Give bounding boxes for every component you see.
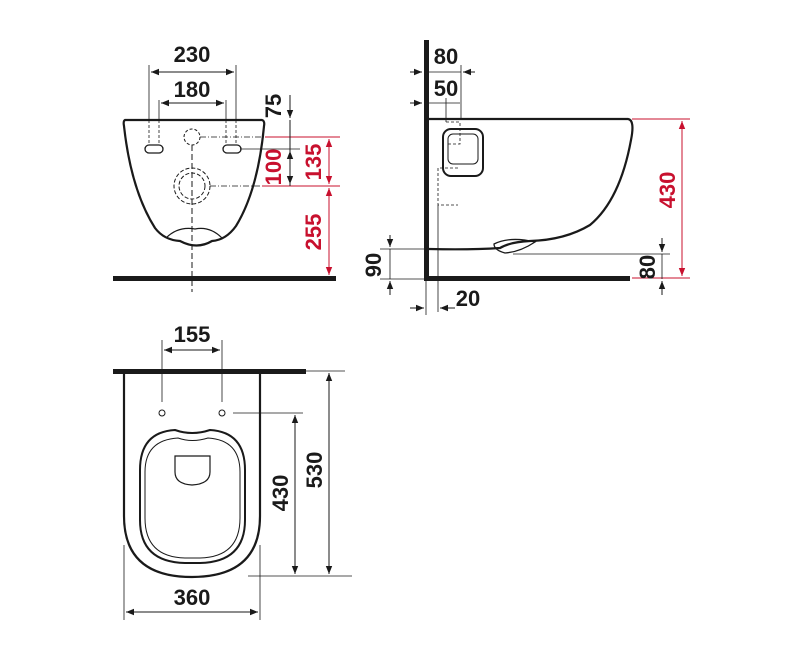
bolt-hole-right	[218, 409, 226, 417]
dim-180: 180	[174, 77, 211, 102]
inlet-housing	[442, 128, 484, 177]
water-inlet	[183, 128, 201, 146]
dim-360: 360	[174, 585, 211, 610]
rear-view: 230 180 75 100 135 255	[113, 42, 340, 292]
dim-80-bottom: 80	[635, 255, 660, 279]
bowl-opening	[174, 455, 211, 486]
floor-line	[113, 276, 336, 281]
bowl-top-outline	[122, 374, 262, 579]
floor-line	[424, 276, 630, 281]
dim-430-depth: 430	[268, 475, 293, 512]
wall-line	[424, 40, 429, 280]
dim-155: 155	[174, 322, 211, 347]
dim-430-height: 430	[655, 172, 680, 209]
dim-230: 230	[174, 42, 211, 67]
wall-line	[113, 369, 306, 374]
dim-50: 50	[434, 76, 458, 101]
bowl-rear-outline	[122, 118, 266, 247]
rim-lip	[493, 238, 537, 254]
bolt-slot-left	[144, 144, 164, 154]
dim-80-top: 80	[434, 44, 458, 69]
top-view: 155 430 530 360	[113, 322, 352, 620]
seat-outline	[139, 428, 246, 564]
dim-90: 90	[361, 253, 386, 277]
dim-135: 135	[301, 144, 326, 181]
dim-20: 20	[456, 286, 480, 311]
dim-255: 255	[301, 214, 326, 251]
dim-100: 100	[261, 149, 286, 186]
dim-530: 530	[302, 452, 327, 489]
bolt-hole-left	[158, 409, 166, 417]
bolt-slot-right	[222, 144, 242, 154]
bowl-side-outline	[428, 117, 634, 251]
side-view: 80 50 430 90 80 20	[361, 40, 690, 315]
dim-75: 75	[261, 94, 286, 118]
